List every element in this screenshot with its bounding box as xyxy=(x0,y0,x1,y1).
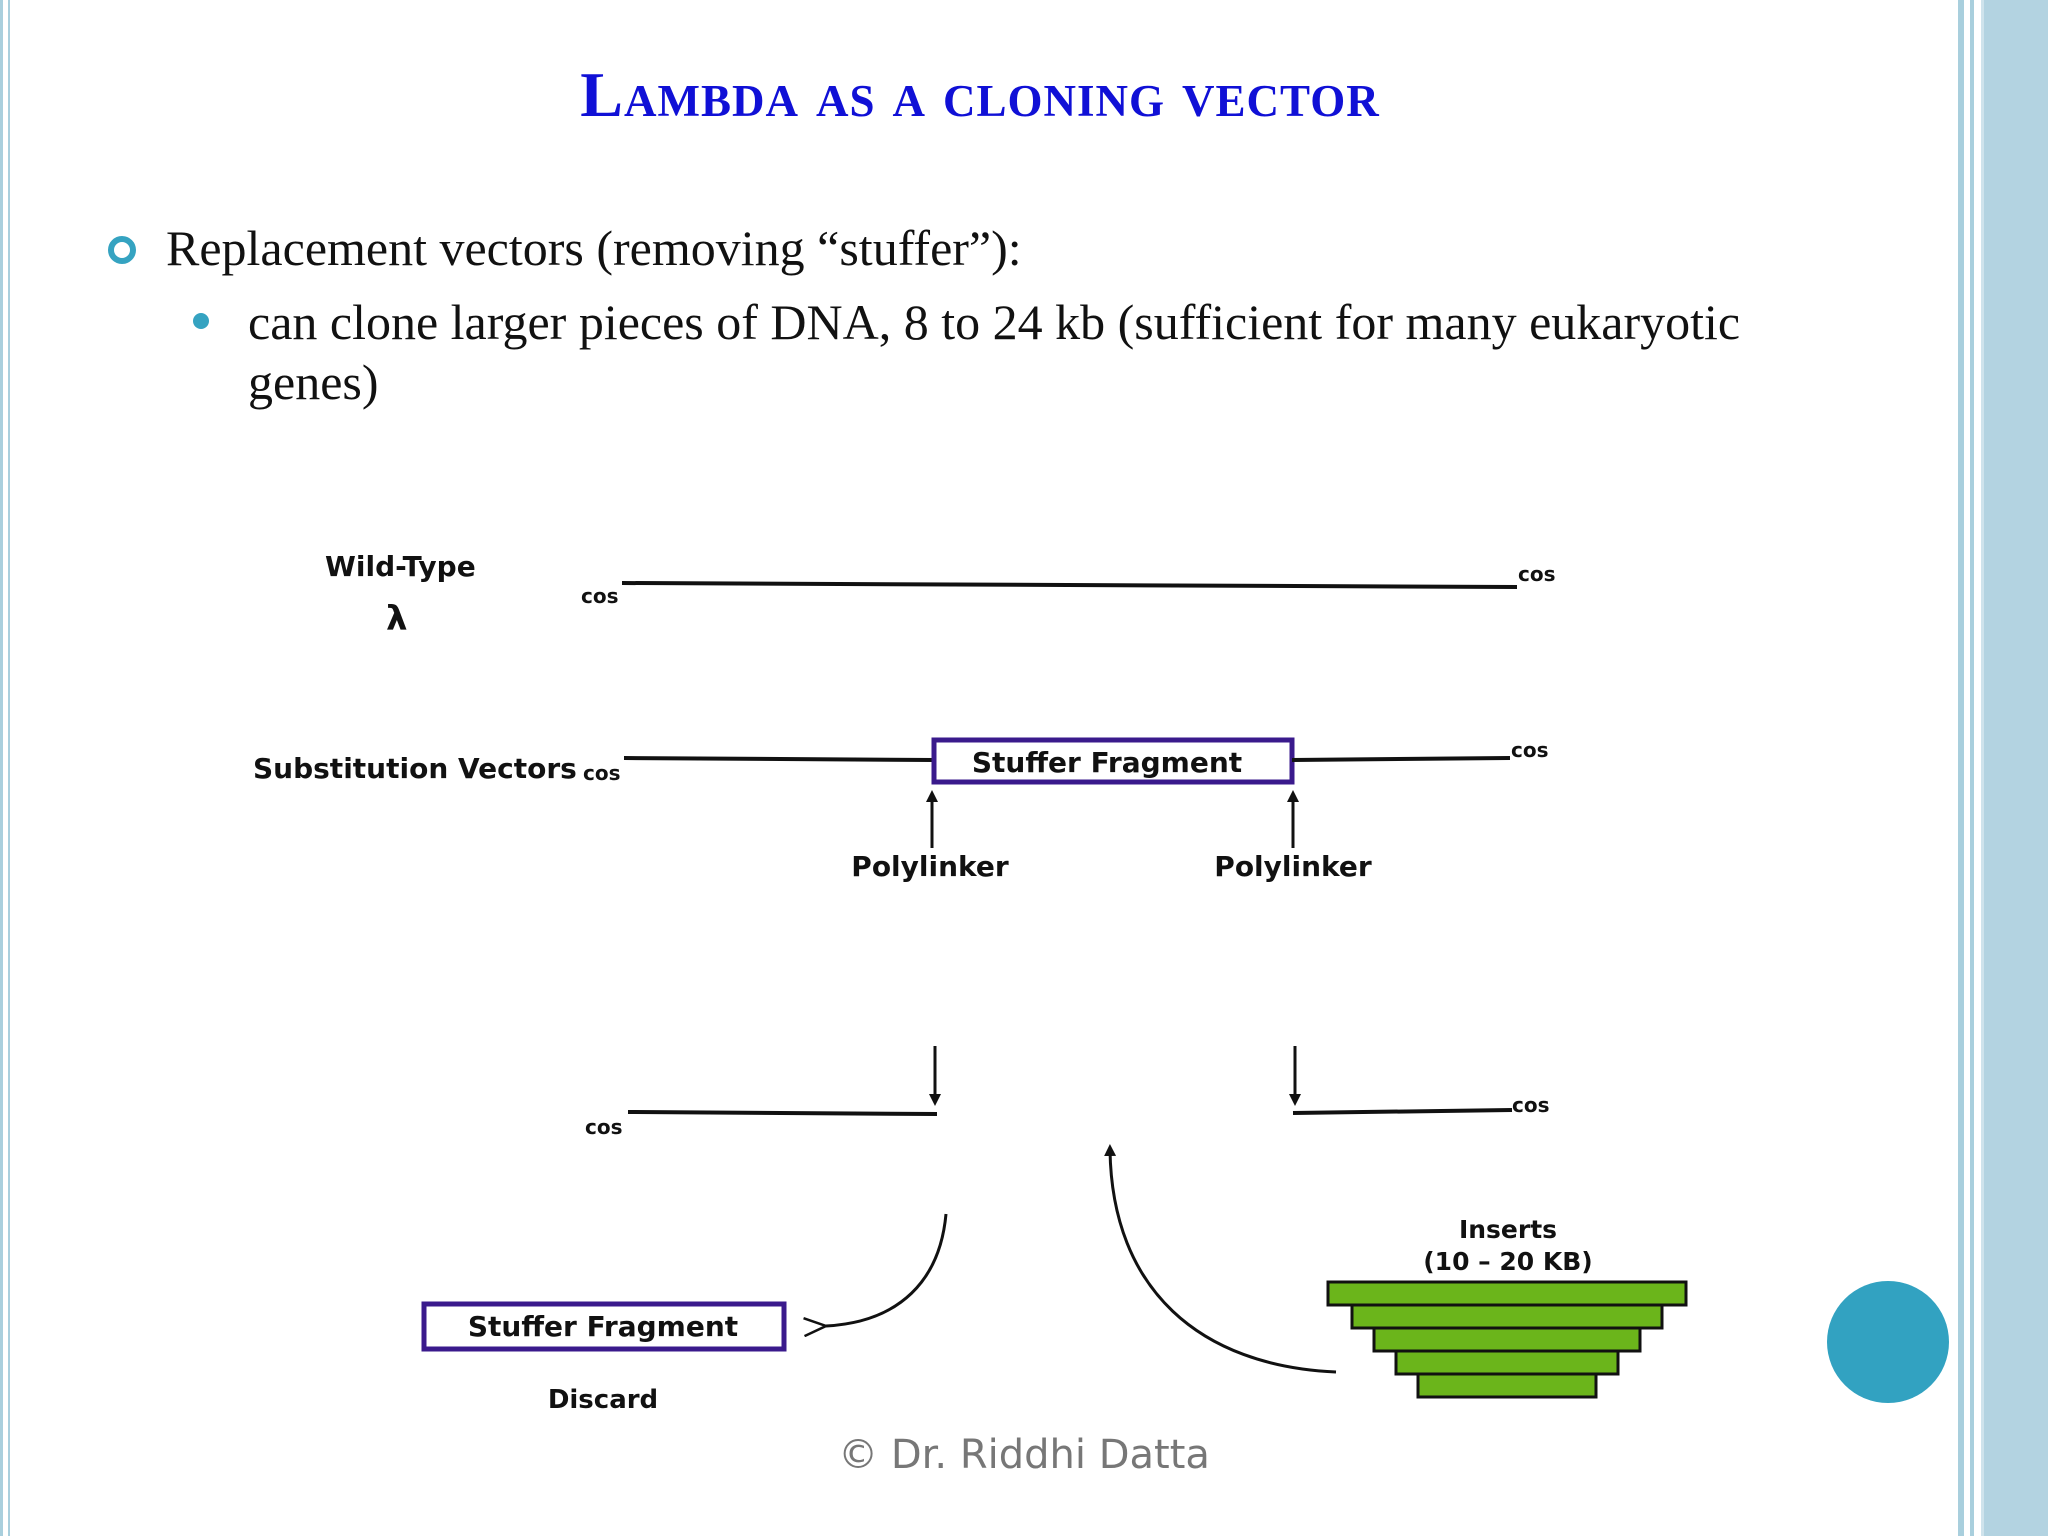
bullet-ring-icon xyxy=(108,236,136,264)
discard-curved-arrow xyxy=(826,1213,948,1326)
cos-label-wildtype-left: cos xyxy=(581,584,619,608)
substitution-right-arm xyxy=(1291,756,1511,762)
slide-nav-circle[interactable] xyxy=(1827,1281,1949,1403)
discard-label: Discard xyxy=(548,1385,658,1415)
frame-right-line-inner xyxy=(1970,0,1974,1536)
inserts-label: Inserts xyxy=(1459,1215,1557,1244)
bullet-dot-icon xyxy=(193,313,209,329)
bullet-level-2: can clone larger pieces of DNA, 8 to 24 … xyxy=(248,294,1741,410)
copyright-footer: © Dr. Riddhi Datta xyxy=(838,1432,1210,1478)
insert-bar-5 xyxy=(1416,1372,1598,1399)
frame-right-band-edge xyxy=(1981,0,1984,1536)
stuffer-fragment-box xyxy=(931,737,1295,785)
cos-label-wildtype-right: cos xyxy=(1518,562,1556,586)
frame-left-line xyxy=(0,0,3,1536)
frame-right-band xyxy=(1981,0,2048,1536)
lambda-symbol: λ xyxy=(386,599,408,639)
insert-bar-1 xyxy=(1326,1280,1688,1307)
left-arm-after-cut xyxy=(627,1110,938,1116)
insert-bar-3 xyxy=(1372,1326,1642,1353)
cos-label-substitution-right: cos xyxy=(1511,738,1549,762)
slide-title: Lambda as a cloning vector xyxy=(580,59,1380,130)
stuffer-fragment-label: Stuffer Fragment xyxy=(972,746,1242,779)
right-arm-after-cut xyxy=(1292,1108,1513,1115)
wild-type-dna-line xyxy=(621,581,1518,589)
cos-label-cut-left: cos xyxy=(585,1115,623,1139)
bullet-level-1: Replacement vectors (removing “stuffer”)… xyxy=(166,220,1022,276)
cos-label-substitution-left: cos xyxy=(583,761,621,785)
substitution-left-arm xyxy=(623,756,935,762)
stuffer-fragment-discard-box xyxy=(421,1301,787,1352)
insert-bar-4 xyxy=(1394,1349,1620,1376)
substitution-vectors-label: Substitution Vectors xyxy=(253,752,577,785)
wild-type-label: Wild-Type xyxy=(325,550,476,583)
polylinker-label-right: Polylinker xyxy=(1214,850,1372,883)
insert-bar-2 xyxy=(1350,1303,1664,1330)
insert-curved-arrow xyxy=(1104,1144,1337,1374)
frame-right-line xyxy=(1958,0,1964,1536)
cos-label-cut-right: cos xyxy=(1512,1093,1550,1117)
inserts-size-label: (10 – 20 KB) xyxy=(1423,1247,1592,1276)
stuffer-fragment-discard-label: Stuffer Fragment xyxy=(468,1310,738,1343)
frame-left-line-inner xyxy=(8,0,10,1536)
polylinker-label-left: Polylinker xyxy=(851,850,1009,883)
